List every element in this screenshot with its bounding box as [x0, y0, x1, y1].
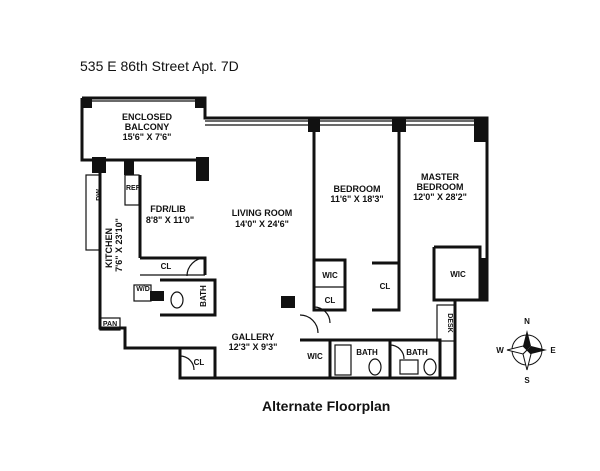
balcony-name-1: ENCLOSED — [122, 112, 173, 122]
bedroom-closet-label: CL — [325, 296, 336, 305]
compass-w: W — [496, 346, 504, 355]
compass-e: E — [550, 346, 556, 355]
fdr-closet-label: CL — [161, 262, 172, 271]
pan-label: PAN — [103, 321, 117, 328]
desk-label: DESK — [446, 313, 453, 332]
gallery-name: GALLERY — [232, 332, 275, 342]
living-room-dims: 14'0" X 24'6" — [235, 219, 289, 229]
kitchen-name: KITCHEN — [104, 228, 114, 268]
bath-3-label: BATH — [406, 348, 428, 357]
bedroom-name: BEDROOM — [334, 184, 381, 194]
bedroom-wic-label: WIC — [322, 271, 338, 280]
gallery-wic-label: WIC — [307, 352, 323, 361]
hall-closet-label: CL — [380, 282, 391, 291]
kitchen-dims: 7'6" X 23'10" — [114, 218, 124, 272]
gallery-closet-label: CL — [194, 358, 205, 367]
wd-label: W/D — [136, 286, 150, 293]
ref-label: REF — [126, 185, 141, 192]
bath-2-label: BATH — [356, 348, 378, 357]
living-room-name: LIVING ROOM — [232, 208, 293, 218]
gallery-dims: 12'3" X 9'3" — [229, 342, 278, 352]
listing-address: 535 E 86th Street Apt. 7D — [80, 58, 239, 74]
master-bedroom-dims: 12'0" X 28'2" — [413, 192, 467, 202]
floorplan-caption: Alternate Floorplan — [262, 398, 391, 414]
master-wic-label: WIC — [450, 270, 466, 279]
master-bedroom-name-2: BEDROOM — [417, 182, 464, 192]
master-bedroom-name-1: MASTER — [421, 172, 460, 182]
bath-1-label: BATH — [199, 285, 208, 307]
compass-rose-icon — [506, 330, 547, 371]
fdr-dims: 8'8" X 11'0" — [146, 215, 194, 225]
balcony-name-2: BALCONY — [125, 122, 170, 132]
compass-n: N — [524, 317, 530, 326]
balcony-dims: 15'6" X 7'6" — [123, 132, 172, 142]
dw-label: DW — [96, 189, 103, 201]
compass-s: S — [524, 376, 530, 385]
fdr-name: FDR/LIB — [150, 204, 186, 214]
bedroom-dims: 11'6" X 18'3" — [330, 194, 383, 204]
interior-walls — [85, 132, 482, 378]
